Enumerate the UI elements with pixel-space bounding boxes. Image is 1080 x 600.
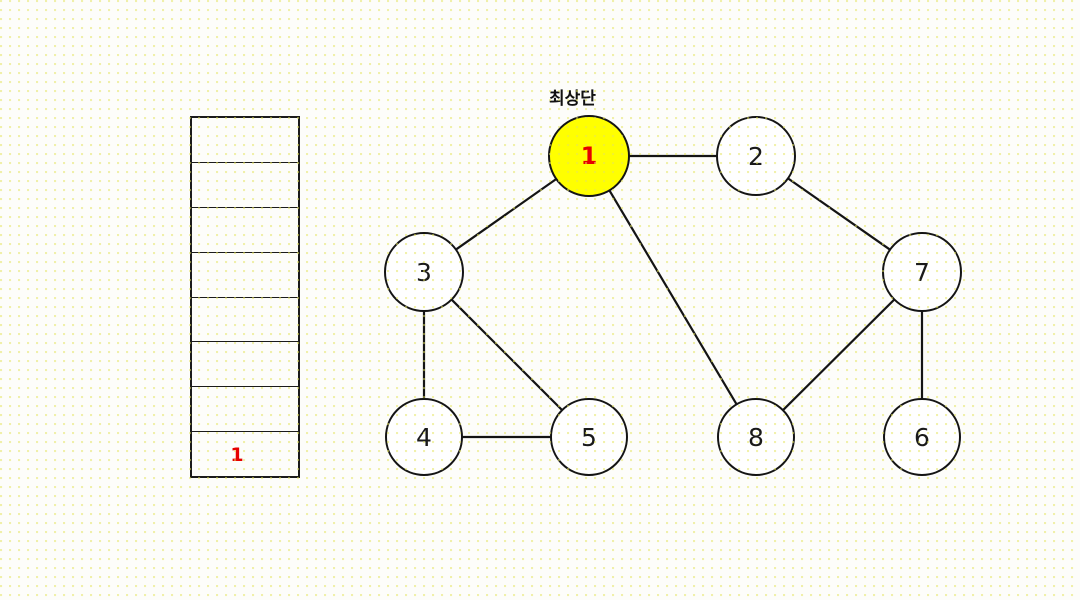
graph-node-8[interactable]: 8 bbox=[717, 398, 795, 476]
stack-array: 1 bbox=[190, 116, 300, 478]
stack-cell-4[interactable] bbox=[192, 298, 298, 343]
graph-node-5[interactable]: 5 bbox=[550, 398, 628, 476]
graph-node-label: 6 bbox=[914, 422, 930, 452]
graph-node-2[interactable]: 2 bbox=[716, 116, 796, 196]
graph-node-label: 5 bbox=[581, 422, 597, 452]
graph-node-1[interactable]: 1 bbox=[548, 115, 630, 197]
stack-cell-3[interactable] bbox=[192, 253, 298, 298]
stack-cell-7[interactable]: 1 bbox=[192, 432, 298, 476]
graph-node-7[interactable]: 7 bbox=[882, 232, 962, 312]
graph-node-6[interactable]: 6 bbox=[883, 398, 961, 476]
graph-node-label: 3 bbox=[416, 257, 432, 287]
stack-cell-value: 1 bbox=[230, 443, 244, 466]
graph-node-3[interactable]: 3 bbox=[384, 232, 464, 312]
graph-node-label: 4 bbox=[416, 422, 432, 452]
stack-cell-5[interactable] bbox=[192, 342, 298, 388]
graph-edge-3-5 bbox=[450, 298, 564, 412]
graph-node-caption-1: 최상단 bbox=[549, 89, 596, 109]
stack-cell-2[interactable] bbox=[192, 208, 298, 253]
stack-cell-0[interactable] bbox=[192, 118, 298, 163]
graph-node-label: 1 bbox=[580, 142, 598, 170]
graph-edge-1-3 bbox=[454, 177, 558, 251]
graph-edge-7-8 bbox=[781, 298, 896, 412]
graph-edge-1-8 bbox=[608, 189, 738, 406]
stack-cell-6[interactable] bbox=[192, 387, 298, 433]
graph-edge-2-7 bbox=[786, 177, 892, 251]
stack-cell-1[interactable] bbox=[192, 163, 298, 208]
graph-node-4[interactable]: 4 bbox=[385, 398, 463, 476]
graph-node-label: 7 bbox=[914, 257, 930, 287]
graph-node-label: 8 bbox=[748, 422, 764, 452]
graph-node-label: 2 bbox=[748, 141, 764, 171]
